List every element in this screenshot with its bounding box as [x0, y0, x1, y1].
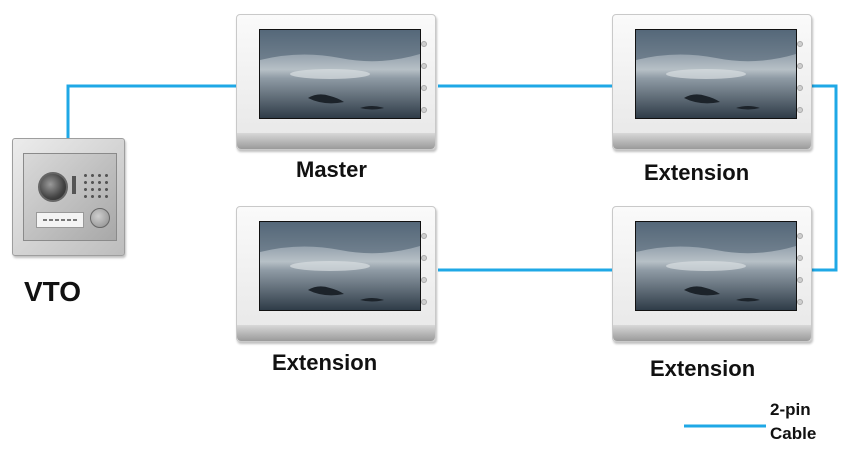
- vto-label: VTO: [24, 276, 82, 307]
- button-icon: [797, 277, 803, 283]
- button-icon: [421, 299, 427, 305]
- camera-icon: [38, 172, 68, 202]
- button-icon: [421, 41, 427, 47]
- monitor-extension-bottom-right: [612, 206, 812, 342]
- monitor-extension-top-right: [612, 14, 812, 150]
- monitor-master: [236, 14, 436, 150]
- monitor-screen: [635, 29, 797, 119]
- monitor-screen: [635, 221, 797, 311]
- monitor-label-master: Master: [296, 157, 367, 182]
- button-icon: [421, 255, 427, 261]
- legend-label-line1: 2-pin: [770, 400, 811, 419]
- monitor-extension-bottom-left: [236, 206, 436, 342]
- button-icon: [421, 85, 427, 91]
- button-icon: [421, 277, 427, 283]
- call-button-icon: [90, 208, 110, 228]
- monitor-base: [237, 325, 435, 341]
- wire-vto-to-master: [66, 84, 236, 138]
- legend-label-line2: Cable: [770, 424, 817, 443]
- button-icon: [797, 299, 803, 305]
- nameplate-icon: [36, 212, 84, 228]
- wire-extension-right-loop: [812, 84, 838, 272]
- monitor-base: [613, 133, 811, 149]
- monitor-screen: [259, 29, 421, 119]
- monitor-base: [613, 325, 811, 341]
- keypad-icon: [82, 172, 108, 200]
- button-icon: [797, 255, 803, 261]
- button-icon: [797, 233, 803, 239]
- button-icon: [797, 107, 803, 113]
- monitor-label-extension-top-right: Extension: [644, 160, 750, 185]
- vto-door-station: [12, 138, 125, 256]
- button-icon: [421, 107, 427, 113]
- monitor-base: [237, 133, 435, 149]
- monitor-label-extension-bottom-left: Extension: [272, 350, 378, 375]
- vto-faceplate: [23, 153, 117, 241]
- button-icon: [421, 233, 427, 239]
- button-icon: [797, 85, 803, 91]
- button-icon: [797, 63, 803, 69]
- monitor-label-extension-bottom-right: Extension: [650, 356, 756, 381]
- microphone-icon: [72, 176, 76, 194]
- monitor-screen: [259, 221, 421, 311]
- button-icon: [797, 41, 803, 47]
- button-icon: [421, 63, 427, 69]
